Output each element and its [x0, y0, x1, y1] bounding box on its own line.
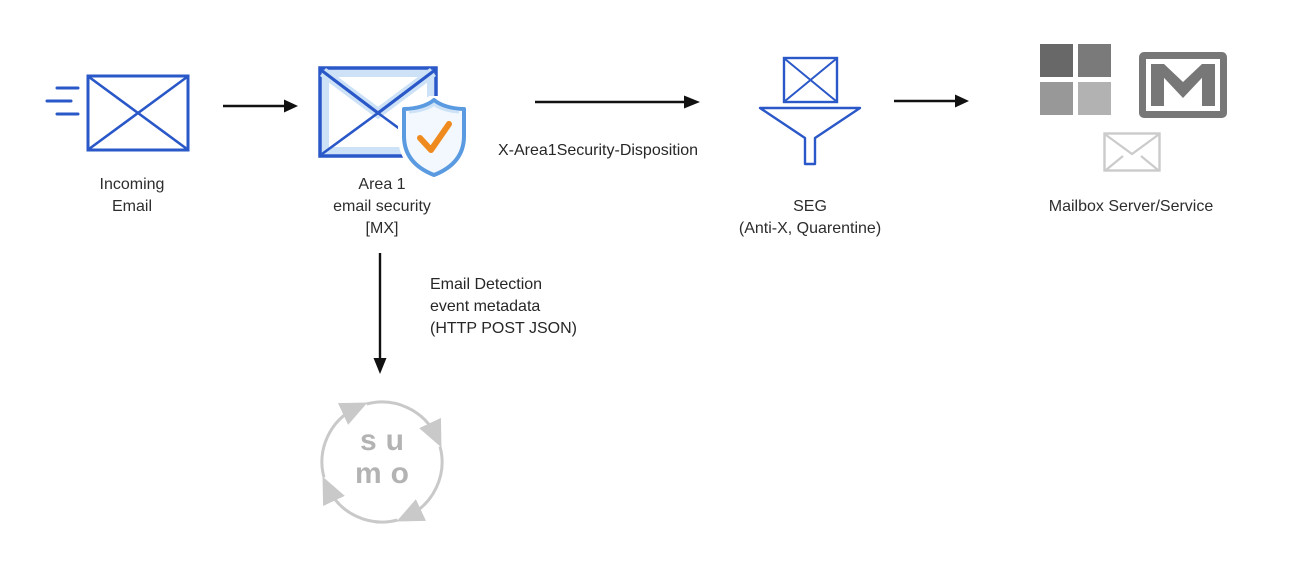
incoming-email-label-line1: Incoming — [99, 176, 165, 193]
mailbox-label: Mailbox Server/Service — [1048, 198, 1214, 215]
area1-label-line1: Area 1 — [358, 176, 406, 193]
area1-label-line2: email security — [333, 198, 431, 215]
incoming-email-label-line2: Email — [111, 198, 152, 215]
microsoft-logo-icon — [1040, 44, 1111, 115]
metadata-edge-label-line2: event metadata — [430, 298, 541, 315]
gmail-icon — [1139, 52, 1227, 118]
sumo-logic-logo-icon — [320, 400, 444, 524]
seg-label-line2: (Anti-X, Quarentine) — [738, 220, 882, 237]
area1-label: Area 1 email security [MX] — [302, 174, 462, 240]
seg-funnel-icon — [758, 56, 862, 166]
metadata-edge-label-line3: (HTTP POST JSON) — [430, 320, 577, 337]
arrow-area1-to-seg — [535, 95, 700, 109]
shield-check-icon — [398, 96, 470, 180]
sumo-wordmark-line2: mo — [355, 457, 418, 490]
envelope-outline-icon — [1103, 132, 1161, 172]
sumo-wordmark-line1: su — [359, 424, 413, 457]
metadata-edge-label-line1: Email Detection — [430, 276, 543, 293]
arrow-seg-to-mailbox — [894, 94, 969, 108]
seg-label-line1: SEG — [793, 198, 827, 215]
incoming-envelope-icon — [86, 74, 190, 152]
arrow-area1-to-sumo — [373, 253, 387, 374]
sumo-logic-wordmark: su mo — [312, 424, 452, 490]
incoming-email-label: Incoming Email — [62, 174, 202, 218]
disposition-header-label: X-Area1Security-Disposition — [498, 142, 699, 159]
speed-lines-icon — [45, 86, 80, 116]
metadata-edge-label: Email Detection event metadata (HTTP POS… — [430, 274, 660, 340]
seg-label: SEG (Anti-X, Quarentine) — [710, 196, 910, 240]
arrow-incoming-to-area1 — [223, 99, 298, 113]
area1-label-line3: [MX] — [365, 220, 399, 237]
